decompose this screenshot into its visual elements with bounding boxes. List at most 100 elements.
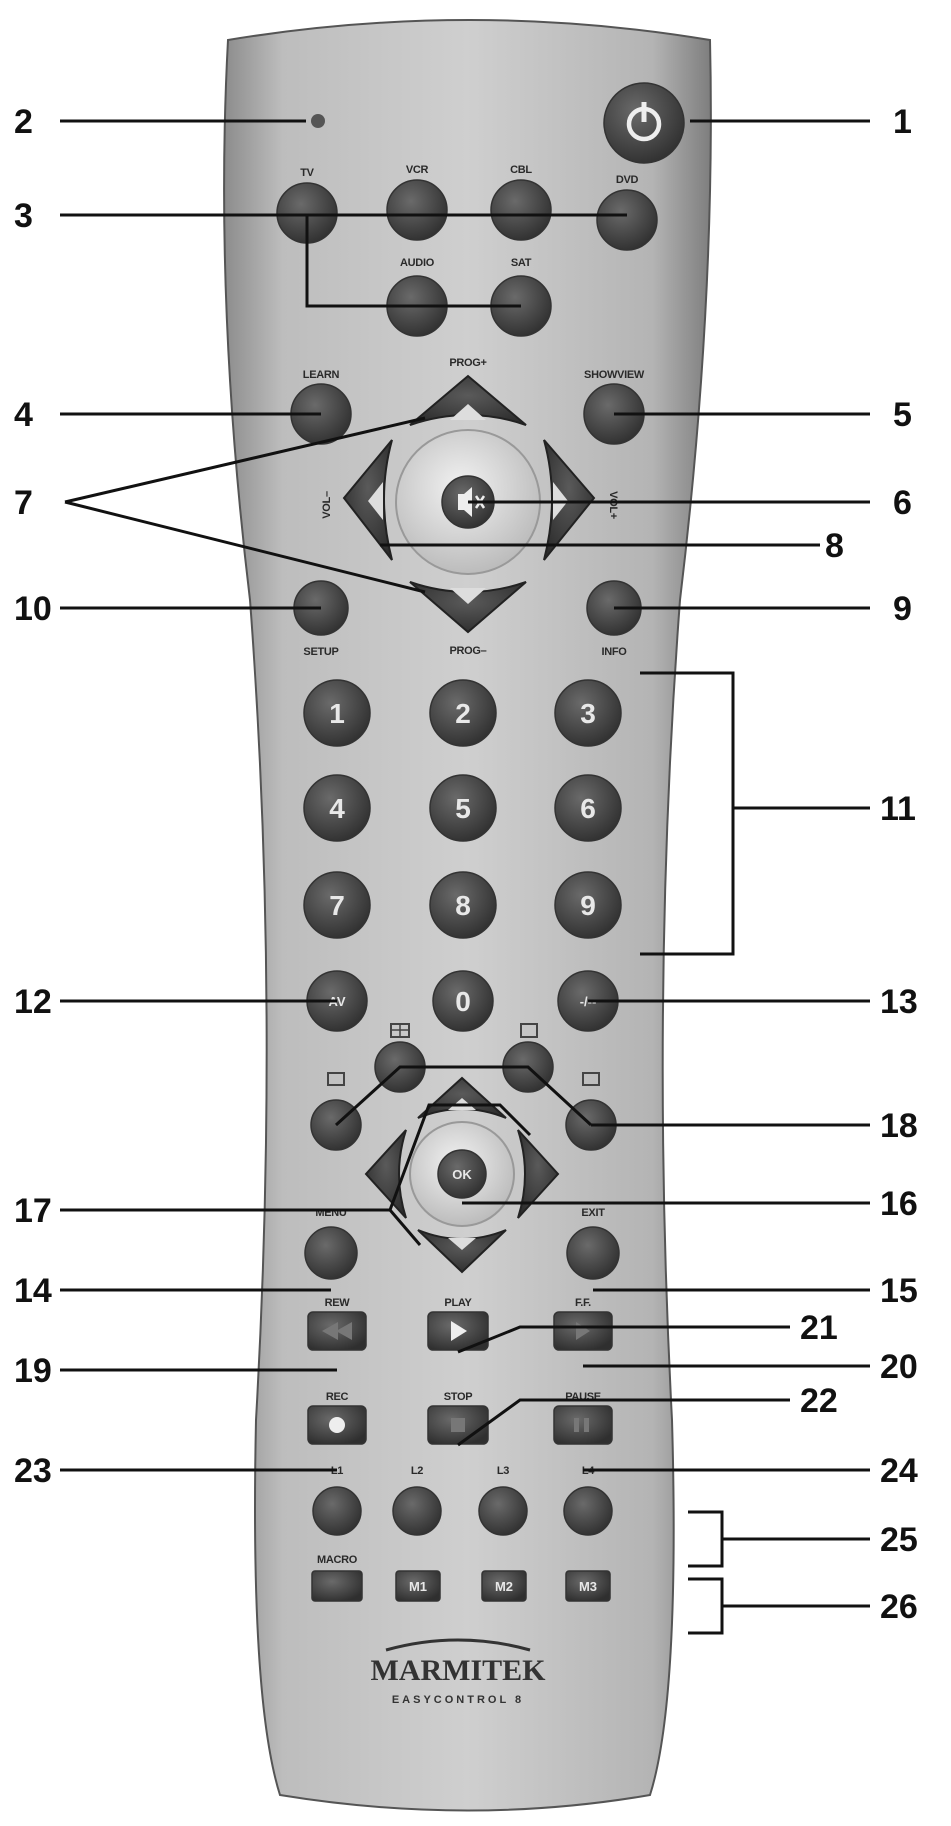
m2-button[interactable]: M2 [481,1570,527,1602]
info-label: INFO [601,646,627,658]
l1-button[interactable] [312,1486,362,1536]
vol-minus-button[interactable] [342,439,393,561]
vcr-button[interactable] [386,179,448,241]
teletext-icon-1 [327,1072,345,1086]
record-icon [329,1417,345,1433]
digit-button-7[interactable]: 7 [303,871,371,939]
callout-15: 15 [880,1272,918,1310]
digit-button-4[interactable]: 4 [303,774,371,842]
vol-minus-label: VOL– [321,491,333,519]
audio-label: AUDIO [400,257,435,269]
m3-label: M3 [579,1579,597,1594]
leader-lines [60,119,870,1635]
exit-button[interactable] [566,1226,620,1280]
callout-7: 7 [14,484,33,522]
rew-button[interactable] [307,1311,367,1351]
l4-button[interactable] [563,1486,613,1536]
l3-button[interactable] [478,1486,528,1536]
stop-button[interactable] [427,1405,489,1445]
play-icon [451,1321,467,1341]
digit-7: 7 [329,890,345,921]
digit-4: 4 [329,793,345,824]
av-label: AV [328,994,345,1009]
digit-button-5[interactable]: 5 [429,774,497,842]
callout-16: 16 [880,1185,918,1223]
rewind-icon [322,1322,352,1340]
brand-name: MARMITEK [371,1654,547,1687]
digit-buttons: 1 2 3 4 5 6 7 8 9 [303,679,622,939]
callout-8: 8 [825,527,844,565]
m2-label: M2 [495,1579,513,1594]
stop-label: STOP [444,1391,473,1403]
power-button[interactable] [603,82,685,164]
m1-button[interactable]: M1 [395,1570,441,1602]
callout-numbers: 1 2 3 4 5 6 7 8 9 10 11 12 13 14 15 16 1… [14,103,918,1626]
digit-button-1[interactable]: 1 [303,679,371,747]
callout-25: 25 [880,1521,918,1559]
ff-label: F.F. [575,1297,591,1309]
dvd-button[interactable] [596,189,658,251]
nav-right-button[interactable] [517,1129,560,1219]
callout-14: 14 [14,1272,52,1310]
callout-19: 19 [14,1352,52,1390]
callout-3: 3 [14,197,33,235]
callout-26: 26 [880,1588,918,1626]
play-label: PLAY [444,1297,472,1309]
setup-label: SETUP [303,646,338,658]
pause-button[interactable] [553,1405,613,1445]
nav-down-arrow-icon [448,1238,476,1250]
mute-icon [458,487,472,517]
ok-button[interactable]: OK [437,1149,487,1199]
callout-12: 12 [14,983,52,1021]
callout-9: 9 [893,590,912,628]
macro-label: MACRO [317,1554,358,1566]
callout-23: 23 [14,1452,52,1490]
digit-button-8[interactable]: 8 [429,871,497,939]
callout-11: 11 [880,790,916,828]
callout-21: 21 [800,1309,838,1347]
prog-plus-label: PROG+ [449,357,486,369]
cbl-label: CBL [510,164,532,176]
callout-22: 22 [800,1382,838,1420]
menu-button[interactable] [304,1226,358,1280]
vol-plus-button[interactable] [543,439,596,561]
digit-button-6[interactable]: 6 [554,774,622,842]
play-button[interactable] [427,1311,489,1351]
ok-label: OK [452,1167,472,1182]
callout-2: 2 [14,103,33,141]
digit-button-2[interactable]: 2 [429,679,497,747]
teletext-icon-3 [520,1023,538,1038]
digit-button-9[interactable]: 9 [554,871,622,939]
l2-button[interactable] [392,1486,442,1536]
rec-button[interactable] [307,1405,367,1445]
rec-label: REC [326,1391,349,1403]
m3-button[interactable]: M3 [565,1570,611,1602]
prog-down-arrow-icon [450,588,486,604]
digit-9: 9 [580,890,596,921]
callout-1: 1 [893,103,912,141]
sat-label: SAT [511,257,532,269]
ff-button[interactable] [553,1311,613,1351]
digit-1: 1 [329,698,345,729]
digit-8: 8 [455,890,471,921]
callout-20: 20 [880,1348,918,1386]
digit-6: 6 [580,793,596,824]
macro-button[interactable] [311,1570,363,1602]
callout-24: 24 [880,1452,918,1490]
stop-icon [451,1418,465,1432]
digit-button-3[interactable]: 3 [554,679,622,747]
cbl-button[interactable] [490,179,552,241]
digit-0: 0 [455,986,471,1017]
callout-5: 5 [893,396,912,434]
vol-plus-label: VOL+ [607,491,619,519]
teletext-icon-4 [582,1072,600,1086]
callout-10: 10 [14,590,52,628]
learn-label: LEARN [303,369,340,381]
digit-5: 5 [455,793,471,824]
callout-17: 17 [14,1192,52,1230]
digit-button-0[interactable]: 0 [432,970,494,1032]
callout-13: 13 [880,983,918,1021]
tv-label: TV [300,167,314,179]
vcr-label: VCR [406,164,429,176]
